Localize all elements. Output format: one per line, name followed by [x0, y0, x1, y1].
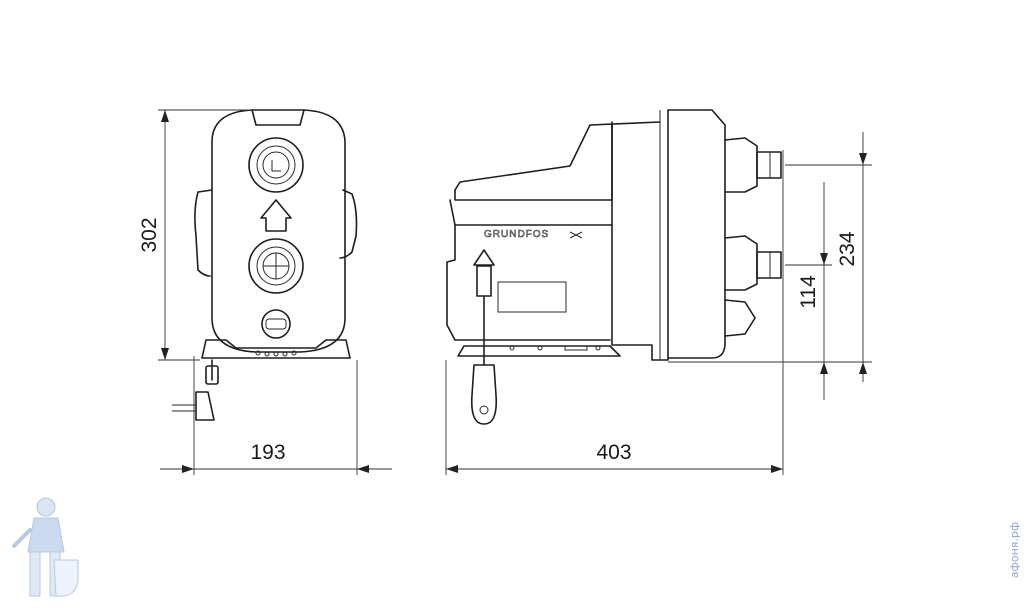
front-body — [211, 109, 346, 353]
dim-side-length-label: 403 — [596, 441, 631, 464]
dim-front-height-label: 302 — [138, 217, 161, 252]
dim-inlet-height-label: 114 — [797, 275, 820, 309]
plumber-mascot-logo — [12, 497, 79, 597]
side-dimensions — [445, 132, 872, 475]
dim-outlet-height-label: 234 — [836, 231, 859, 266]
dim-front-width-label: 193 — [250, 441, 285, 464]
front-view — [172, 109, 358, 421]
brand-text: GRUNDFOS — [484, 229, 549, 240]
side-view: GRUNDFOS — [446, 109, 782, 425]
watermark-text: афоня.рф — [1008, 522, 1021, 579]
front-dimensions — [158, 109, 392, 475]
